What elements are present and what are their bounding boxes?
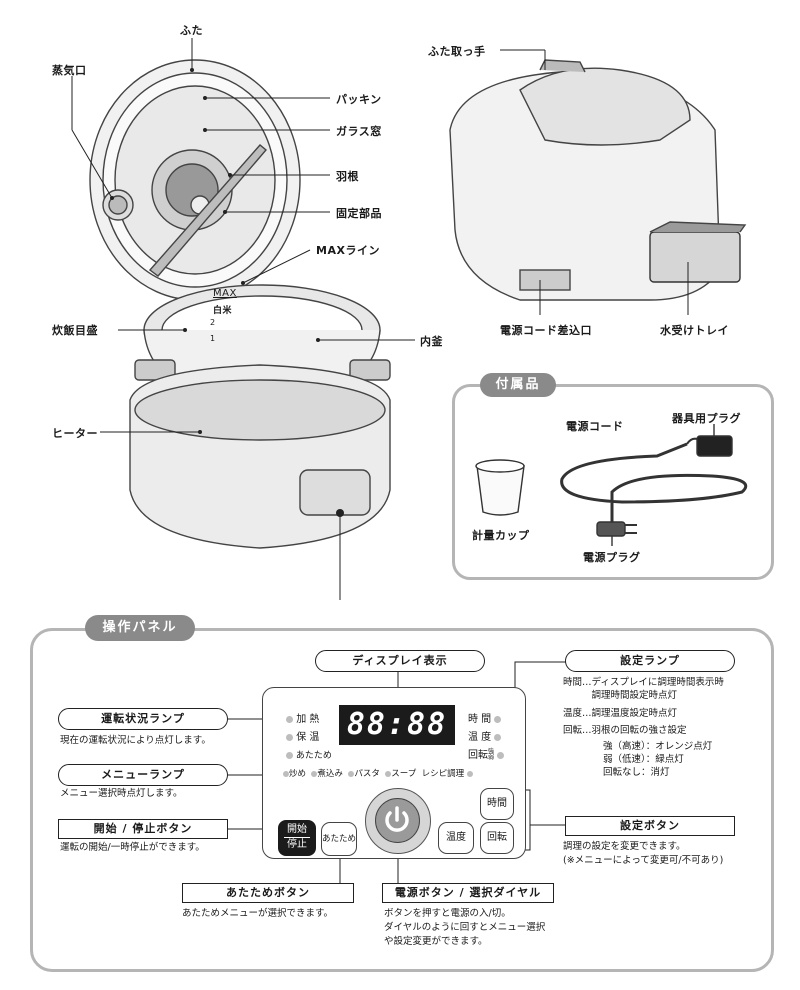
setting-button-label: 設定ボタン	[565, 816, 735, 836]
keep-warm-lamp-text: 保 温	[296, 732, 320, 743]
time-button[interactable]: 時間	[480, 788, 514, 820]
setting-lamp-desc-5: 強（高速）：オレンジ点灯	[603, 741, 713, 752]
rice-mark-label: 炊飯目盛	[52, 324, 98, 337]
setting-lamp-label: 設定ランプ	[565, 650, 735, 672]
menu-item: 炒め	[289, 769, 307, 779]
power-dial-desc-3: や設定変更ができます。	[384, 936, 488, 947]
warm-button-desc: あたためメニューが選択できます。	[182, 908, 334, 919]
display-digits: 88:88	[339, 705, 455, 745]
gasket-label: パッキン	[336, 93, 382, 106]
start-stop-desc: 運転の開始/一時停止ができます。	[60, 842, 205, 853]
menu-item: スープ	[391, 769, 417, 779]
menu-dot	[283, 770, 289, 777]
product-illustration	[71, 38, 747, 600]
status-lamp-label: 運転状況ランプ	[58, 708, 228, 730]
power-button[interactable]	[375, 798, 420, 843]
pot-mark-2: 2	[210, 318, 216, 327]
heat-lamp-dot	[286, 715, 293, 723]
heat-lamp-text: 加 熱	[296, 714, 320, 725]
temp-lamp: 温 度	[468, 728, 502, 743]
rotate-lamp-text: 回転	[468, 750, 488, 761]
pot-rice-mark: 白米	[213, 306, 233, 316]
setting-lamp-desc-7: 回転なし：消灯	[603, 767, 670, 778]
accessories-illustration	[475, 424, 748, 546]
menu-item: レシピ調理	[421, 769, 465, 779]
warm-lamp-text: あたため	[295, 751, 332, 761]
menu-lamp-label: メニューランプ	[58, 764, 228, 786]
drip-tray-label: 水受けトレイ	[660, 324, 729, 337]
setting-button-desc-2: (※メニューによって変更可/不可あり)	[563, 855, 724, 866]
rotate-button[interactable]: 回転	[480, 822, 514, 854]
power-cord-drawing	[560, 442, 748, 524]
setting-button-desc-1: 調理の設定を変更できます。	[563, 841, 686, 852]
time-lamp-dot	[494, 715, 502, 723]
fixing-part-label: 固定部品	[336, 207, 382, 220]
setting-lamp-desc-4: 回転…羽根の回転の強さ設定	[563, 725, 687, 736]
inner-pot-label: 内釜	[420, 335, 443, 348]
rotate-lamp: 回転強弱	[468, 746, 505, 761]
appliance-plug-label: 器具用プラグ	[672, 412, 741, 425]
menu-item: 煮込み	[317, 769, 343, 779]
rotate-lamp-dot	[497, 751, 505, 759]
lid-label: ふた	[180, 24, 203, 37]
steam-vent-label: 蒸気口	[52, 64, 87, 77]
measuring-cup-label: 計量カップ	[472, 529, 530, 542]
temp-lamp-text: 温 度	[468, 732, 492, 743]
menu-item: パスタ	[354, 769, 380, 779]
measuring-cup-drawing	[476, 465, 525, 516]
menu-dot	[311, 770, 318, 777]
time-lamp-text: 時 間	[468, 714, 492, 725]
setting-lamp-desc-3: 温度…調理温度設定時点灯	[563, 708, 678, 719]
blade-label: 羽根	[336, 170, 359, 183]
setting-lamp-desc-6: 弱（低速）：緑点灯	[603, 754, 684, 765]
warm-button-label: あたためボタン	[182, 883, 354, 903]
appliance-plug-drawing	[696, 435, 733, 457]
setting-lamp-desc-2: 調理時間設定時点灯	[563, 690, 678, 701]
power-dial-desc-2: ダイヤルのように回すとメニュー選択	[384, 922, 546, 933]
panel-section-title: 操作パネル	[85, 615, 195, 641]
start-stop-label: 開始 / 停止ボタン	[58, 819, 228, 839]
pot-max-mark: MAX	[213, 288, 237, 299]
menu-lamp-desc: メニュー選択時点灯します。	[60, 788, 183, 799]
accessories-title: 付属品	[480, 373, 556, 397]
warm-button[interactable]: あたため	[321, 822, 357, 856]
glass-window-label: ガラス窓	[336, 125, 382, 138]
stop-button-text: 停止	[284, 837, 310, 852]
cord-inlet-label: 電源コード差込口	[500, 324, 592, 337]
temp-lamp-dot	[494, 733, 502, 741]
menu-dot	[385, 770, 392, 777]
power-dial[interactable]	[365, 788, 431, 854]
power-plug-label: 電源プラグ	[583, 551, 641, 564]
warm-lamp-dot	[286, 752, 293, 759]
start-button-text: 開始	[287, 824, 307, 835]
keep-warm-lamp: 保 温	[286, 728, 319, 743]
menu-dot	[466, 770, 473, 777]
power-plug-drawing	[596, 521, 626, 537]
keep-warm-lamp-dot	[286, 733, 293, 741]
power-icon	[385, 806, 409, 832]
menu-lamps: 炒め 煮込み パスタ スープ レシピ調理	[283, 767, 473, 779]
power-dial-label: 電源ボタン / 選択ダイヤル	[382, 883, 554, 903]
temp-button[interactable]: 温度	[438, 822, 474, 854]
heat-lamp: 加 熱	[286, 710, 319, 725]
power-dial-desc-1: ボタンを押すと電源の入/切。	[384, 908, 511, 919]
menu-dot	[348, 770, 355, 777]
heater-label: ヒーター	[52, 427, 98, 440]
rotate-strong-text: 強	[488, 748, 495, 755]
start-stop-button[interactable]: 開始 停止	[278, 820, 316, 856]
setting-lamp-desc-1: 時間…ディスプレイに調理時間表示時	[563, 677, 724, 688]
display-label: ディスプレイ表示	[315, 650, 485, 672]
pot-mark-1: 1	[210, 334, 216, 343]
cord-label: 電源コード	[566, 420, 624, 433]
status-lamp-desc: 現在の運転状況により点灯します。	[60, 735, 211, 746]
time-lamp: 時 間	[468, 710, 502, 725]
warm-lamp: あたため	[286, 748, 332, 761]
max-line-label: MAXライン	[316, 244, 380, 257]
accessories-box	[452, 384, 774, 580]
rotate-weak-text: 弱	[488, 754, 495, 761]
panel-section-box	[30, 628, 774, 972]
lid-handle-label: ふた取っ手	[428, 45, 486, 58]
blade-drawing	[148, 144, 267, 277]
